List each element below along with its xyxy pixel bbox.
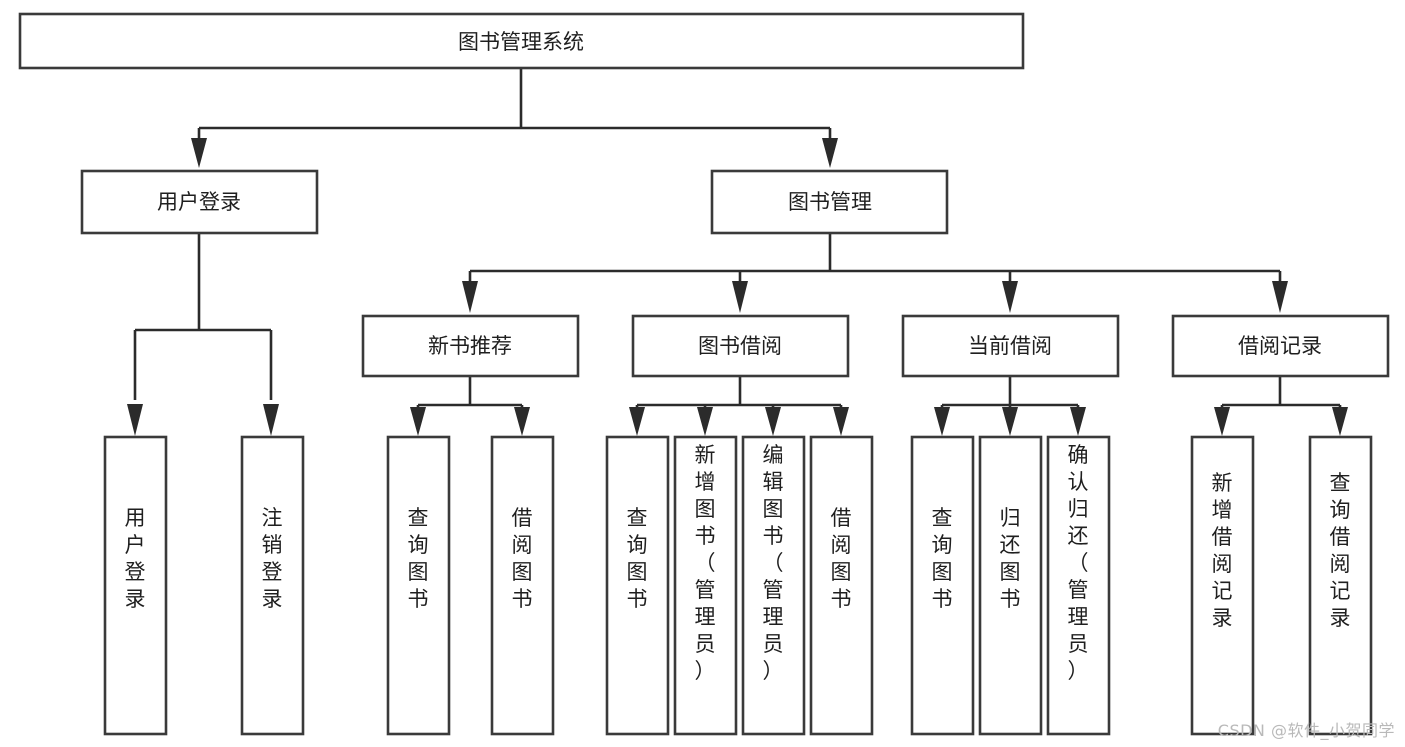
node-leaf-logout[interactable]: 注销登录 — [240, 435, 305, 736]
arrow-head-leaf-query-book-1 — [410, 407, 426, 436]
node-leaf-confirm-return[interactable]: 确认归还（管理员） — [1046, 435, 1111, 736]
arrow-head-current-borrow — [1002, 281, 1018, 313]
connector-group-root — [191, 69, 838, 168]
node-book-management[interactable]: 图书管理 — [710, 169, 949, 235]
node-leaf-confirm-return-label: 确认归还（管理员） — [1068, 443, 1089, 683]
arrow-head-leaf-return-book — [1002, 407, 1018, 436]
node-user-login-label: 用户登录 — [157, 190, 241, 214]
arrow-head-leaf-user-login — [127, 404, 143, 436]
node-user-login-box[interactable] — [80, 169, 319, 235]
node-book-management-label: 图书管理 — [788, 190, 872, 214]
node-new-book-recommend-label: 新书推荐 — [428, 334, 512, 358]
node-leaf-query-book-2-box[interactable] — [605, 435, 670, 736]
node-leaf-borrow-book-2[interactable]: 借阅图书 — [809, 435, 874, 736]
node-leaf-add-record-label: 新增借阅记录 — [1212, 471, 1233, 630]
arrow-head-leaf-query-record — [1332, 407, 1348, 436]
node-leaf-return-book[interactable]: 归还图书 — [978, 435, 1043, 736]
arrow-head-leaf-logout — [263, 404, 279, 436]
connector-group-userlogin — [127, 233, 279, 436]
arrow-head-leaf-add-record — [1214, 407, 1230, 436]
node-leaf-borrow-book-1-box[interactable] — [490, 435, 555, 736]
node-current-borrow-box[interactable] — [901, 314, 1120, 378]
connector-group-current-borrow — [934, 376, 1086, 436]
node-leaf-query-record-label: 查询借阅记录 — [1330, 471, 1351, 630]
node-leaf-borrow-book-1[interactable]: 借阅图书 — [490, 435, 555, 736]
arrow-head-leaf-query-book-3 — [934, 407, 950, 436]
node-leaf-borrow-book-2-box[interactable] — [809, 435, 874, 736]
node-leaf-borrow-book-1-label: 借阅图书 — [512, 506, 533, 611]
node-leaf-logout-label: 注销登录 — [262, 506, 283, 611]
node-leaf-edit-book-label: 编辑图书（管理员） — [763, 443, 784, 683]
arrow-head-leaf-confirm-return — [1070, 407, 1086, 436]
connector-group-book-borrow — [629, 376, 849, 436]
node-book-borrow-box[interactable] — [631, 314, 850, 378]
node-leaf-add-book-box[interactable] — [673, 435, 738, 736]
arrow-head-leaf-borrow-book-2 — [833, 407, 849, 436]
node-leaf-query-record[interactable]: 查询借阅记录 — [1308, 435, 1373, 736]
node-leaf-add-book-label: 新增图书（管理员） — [695, 443, 716, 683]
node-leaf-add-record-box[interactable] — [1190, 435, 1255, 736]
node-book-management-box[interactable] — [710, 169, 949, 235]
node-leaf-query-book-1-label: 查询图书 — [408, 506, 429, 611]
arrow-head-leaf-query-book-2 — [629, 407, 645, 436]
node-root[interactable]: 图书管理系统 — [18, 12, 1025, 70]
node-leaf-query-book-1-box[interactable] — [386, 435, 451, 736]
node-root-box[interactable] — [18, 12, 1025, 70]
arrow-head-book-borrow — [732, 281, 748, 313]
node-leaf-query-book-2-label: 查询图书 — [627, 506, 648, 611]
arrow-head-bookmgmt — [822, 138, 838, 168]
node-leaf-edit-book-box[interactable] — [741, 435, 806, 736]
node-leaf-add-book[interactable]: 新增图书（管理员） — [673, 435, 738, 736]
node-borrow-record[interactable]: 借阅记录 — [1171, 314, 1390, 378]
node-root-label: 图书管理系统 — [458, 30, 584, 54]
connector-group-borrow-record — [1214, 376, 1348, 436]
node-leaf-query-record-box[interactable] — [1308, 435, 1373, 736]
node-current-borrow-label: 当前借阅 — [968, 334, 1052, 358]
arrow-head-borrow-record — [1272, 281, 1288, 313]
node-borrow-record-label: 借阅记录 — [1238, 334, 1322, 358]
node-leaf-return-book-label: 归还图书 — [1000, 506, 1021, 611]
node-leaf-query-book-3-box[interactable] — [910, 435, 975, 736]
arrow-head-leaf-edit-book — [765, 407, 781, 436]
node-leaf-user-login-box[interactable] — [103, 435, 168, 736]
node-leaf-query-book-3-label: 查询图书 — [932, 506, 953, 611]
node-leaf-query-book-3[interactable]: 查询图书 — [910, 435, 975, 736]
node-new-book-recommend[interactable]: 新书推荐 — [361, 314, 580, 378]
connector-group-bookmgmt — [462, 233, 1288, 313]
node-leaf-query-book-1[interactable]: 查询图书 — [386, 435, 451, 736]
connector-group-new-book-recommend — [410, 376, 530, 436]
node-new-book-recommend-box[interactable] — [361, 314, 580, 378]
node-leaf-edit-book[interactable]: 编辑图书（管理员） — [741, 435, 806, 736]
arrow-head-leaf-borrow-book-1 — [514, 407, 530, 436]
node-leaf-user-login[interactable]: 用户登录 — [103, 435, 168, 736]
node-leaf-return-book-box[interactable] — [978, 435, 1043, 736]
node-leaf-query-book-2[interactable]: 查询图书 — [605, 435, 670, 736]
node-book-borrow-label: 图书借阅 — [698, 334, 782, 358]
node-leaf-confirm-return-box[interactable] — [1046, 435, 1111, 736]
node-book-borrow[interactable]: 图书借阅 — [631, 314, 850, 378]
node-current-borrow[interactable]: 当前借阅 — [901, 314, 1120, 378]
node-leaf-add-record[interactable]: 新增借阅记录 — [1190, 435, 1255, 736]
arrow-head-new-book-recommend — [462, 281, 478, 313]
node-leaf-borrow-book-2-label: 借阅图书 — [831, 506, 852, 611]
arrow-head-leaf-add-book — [697, 407, 713, 436]
node-borrow-record-box[interactable] — [1171, 314, 1390, 378]
node-user-login[interactable]: 用户登录 — [80, 169, 319, 235]
arrow-head-userlogin — [191, 138, 207, 168]
node-leaf-logout-box[interactable] — [240, 435, 305, 736]
node-leaf-user-login-label: 用户登录 — [125, 506, 146, 611]
